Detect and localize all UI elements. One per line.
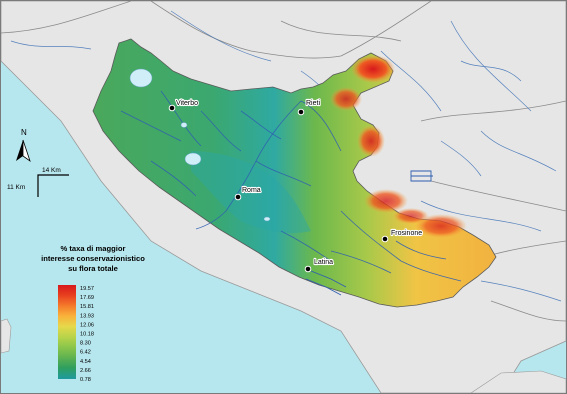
region-rivers: [120, 90, 462, 282]
legend-title-line-2: interesse conservazionistico: [41, 254, 145, 263]
scale-bar-lines: [37, 174, 69, 197]
scale-bar: 14 Km 11 Km: [7, 167, 69, 197]
scale-vertical-label: 11 Km: [7, 184, 25, 191]
city-label-latina: Latina: [314, 259, 333, 266]
legend-ticks: 19.57 17.69 15.81 13.93 12.06 10.18 8.30 6.42 4.…: [80, 286, 94, 383]
north-arrow-left-half: [16, 140, 23, 161]
canals: [305, 170, 433, 296]
legend-tick-label: 8.30: [80, 341, 91, 347]
city-latina: Latina: [304, 258, 334, 273]
legend-title-line-3: su flora totale: [68, 264, 118, 273]
legend-tick-label: 17.69: [80, 295, 94, 301]
land-south: [470, 370, 566, 393]
city-frosinone: Frosinone: [381, 229, 423, 243]
legend-tick-label: 10.18: [80, 332, 94, 338]
cities: Viterbo Rieti Roma Frosinone Latina: [168, 99, 423, 273]
city-viterbo: Viterbo: [168, 99, 199, 112]
legend-tick-label: 0.78: [80, 377, 91, 383]
north-arrow: N: [16, 128, 31, 163]
legend-tick-label: 6.42: [80, 350, 91, 356]
city-label-viterbo: Viterbo: [176, 100, 198, 107]
legend-tick-label: 4.54: [80, 359, 91, 365]
city-label-roma: Roma: [242, 187, 261, 194]
scale-horizontal-label: 14 Km: [42, 167, 61, 174]
city-label-rieti: Rieti: [306, 100, 320, 107]
city-roma: Roma: [234, 186, 262, 201]
legend-tick-label: 2.66: [80, 368, 91, 374]
lakes: [129, 68, 271, 222]
north-label: N: [21, 128, 27, 137]
legend-tick-label: 19.57: [80, 286, 94, 292]
legend: % taxa di maggior interesse conservazion…: [41, 244, 145, 383]
city-rieti: Rieti: [297, 99, 322, 116]
legend-color-ramp: [58, 285, 76, 379]
island-left: [1, 318, 12, 354]
high-value-areas: [330, 55, 467, 238]
legend-title-line-1: % taxa di maggior: [61, 244, 126, 253]
city-label-frosinone: Frosinone: [391, 230, 422, 237]
legend-tick-label: 13.93: [80, 313, 94, 319]
north-arrow-right-half: [22, 139, 31, 163]
legend-tick-label: 15.81: [80, 304, 94, 310]
legend-tick-label: 12.06: [80, 322, 94, 328]
coastal-zone: [191, 151, 311, 233]
